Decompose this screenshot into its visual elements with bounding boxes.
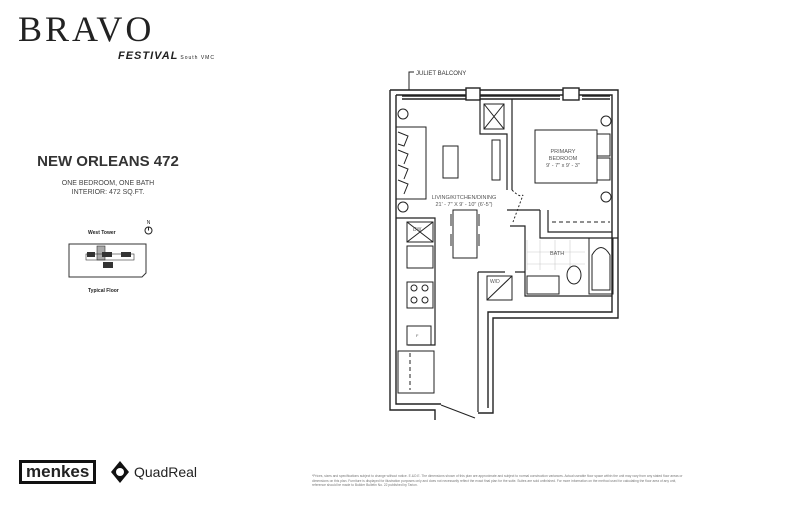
festival-logo-subtext: South VMC bbox=[180, 55, 215, 61]
bravo-logo: BRAVO bbox=[18, 9, 155, 49]
vanity bbox=[526, 275, 560, 295]
bath-label: BATH bbox=[550, 251, 564, 257]
key-plan-tower-label: West Tower bbox=[88, 230, 116, 236]
sink bbox=[406, 245, 434, 269]
exterior-walls bbox=[389, 87, 619, 420]
wd-label: W/D bbox=[490, 279, 500, 285]
balcony-leader-line bbox=[408, 71, 414, 90]
living-dimensions: 21' - 7" X 9' - 10" (6'-5") bbox=[435, 202, 492, 208]
balcony-label: JULIET BALCONY bbox=[416, 71, 466, 77]
entry-door bbox=[440, 404, 476, 419]
menkes-logo: menkes bbox=[19, 460, 97, 484]
washer-dryer bbox=[486, 275, 513, 301]
tv-unit bbox=[491, 139, 501, 181]
closet bbox=[397, 350, 435, 394]
fridge-label: F bbox=[416, 333, 419, 338]
quadreal-diamond-icon bbox=[111, 461, 129, 483]
unit-interior-area: INTERIOR: 472 SQ.FT. bbox=[71, 189, 145, 196]
speaker-icon bbox=[397, 108, 409, 120]
unit-type: ONE BEDROOM, ONE BATH bbox=[61, 180, 155, 187]
north-indicator: N bbox=[144, 220, 153, 237]
north-label: N bbox=[146, 220, 151, 226]
cooktop bbox=[406, 281, 434, 309]
festival-logo-text: FESTIVAL bbox=[118, 50, 179, 62]
key-plan-floor-label: Typical Floor bbox=[88, 288, 119, 294]
interior-walls bbox=[396, 99, 618, 412]
bathtub bbox=[588, 237, 614, 295]
bedroom-label-line2: BEDROOM bbox=[549, 156, 578, 162]
coffee-table bbox=[442, 145, 459, 179]
disclaimer-text: *Prices, sizes and specifications subjec… bbox=[312, 474, 683, 488]
unit-title: NEW ORLEANS 472 bbox=[37, 153, 179, 170]
living-label: LIVING/KITCHEN/DINING bbox=[432, 195, 496, 201]
key-plan bbox=[68, 243, 147, 278]
sofa bbox=[395, 126, 427, 200]
fridge bbox=[406, 325, 432, 346]
dining-table bbox=[452, 209, 478, 259]
compass-icon bbox=[144, 226, 153, 235]
duct-shaft bbox=[483, 103, 505, 130]
bedroom-label-line1: PRIMARY bbox=[551, 149, 576, 155]
quadreal-logo-text: QuadReal bbox=[134, 464, 198, 480]
dw-label: DW bbox=[413, 227, 422, 233]
floor-plan: JULIET BALCONY LIVING/KITCHEN/DINING 21'… bbox=[389, 71, 619, 420]
speaker-icon bbox=[397, 201, 409, 213]
dishwasher bbox=[406, 221, 434, 243]
toilet bbox=[566, 265, 582, 285]
quadreal-logo: QuadReal bbox=[110, 460, 197, 484]
bedroom-dimensions: 9' - 7" x 9' - 3" bbox=[546, 163, 580, 169]
